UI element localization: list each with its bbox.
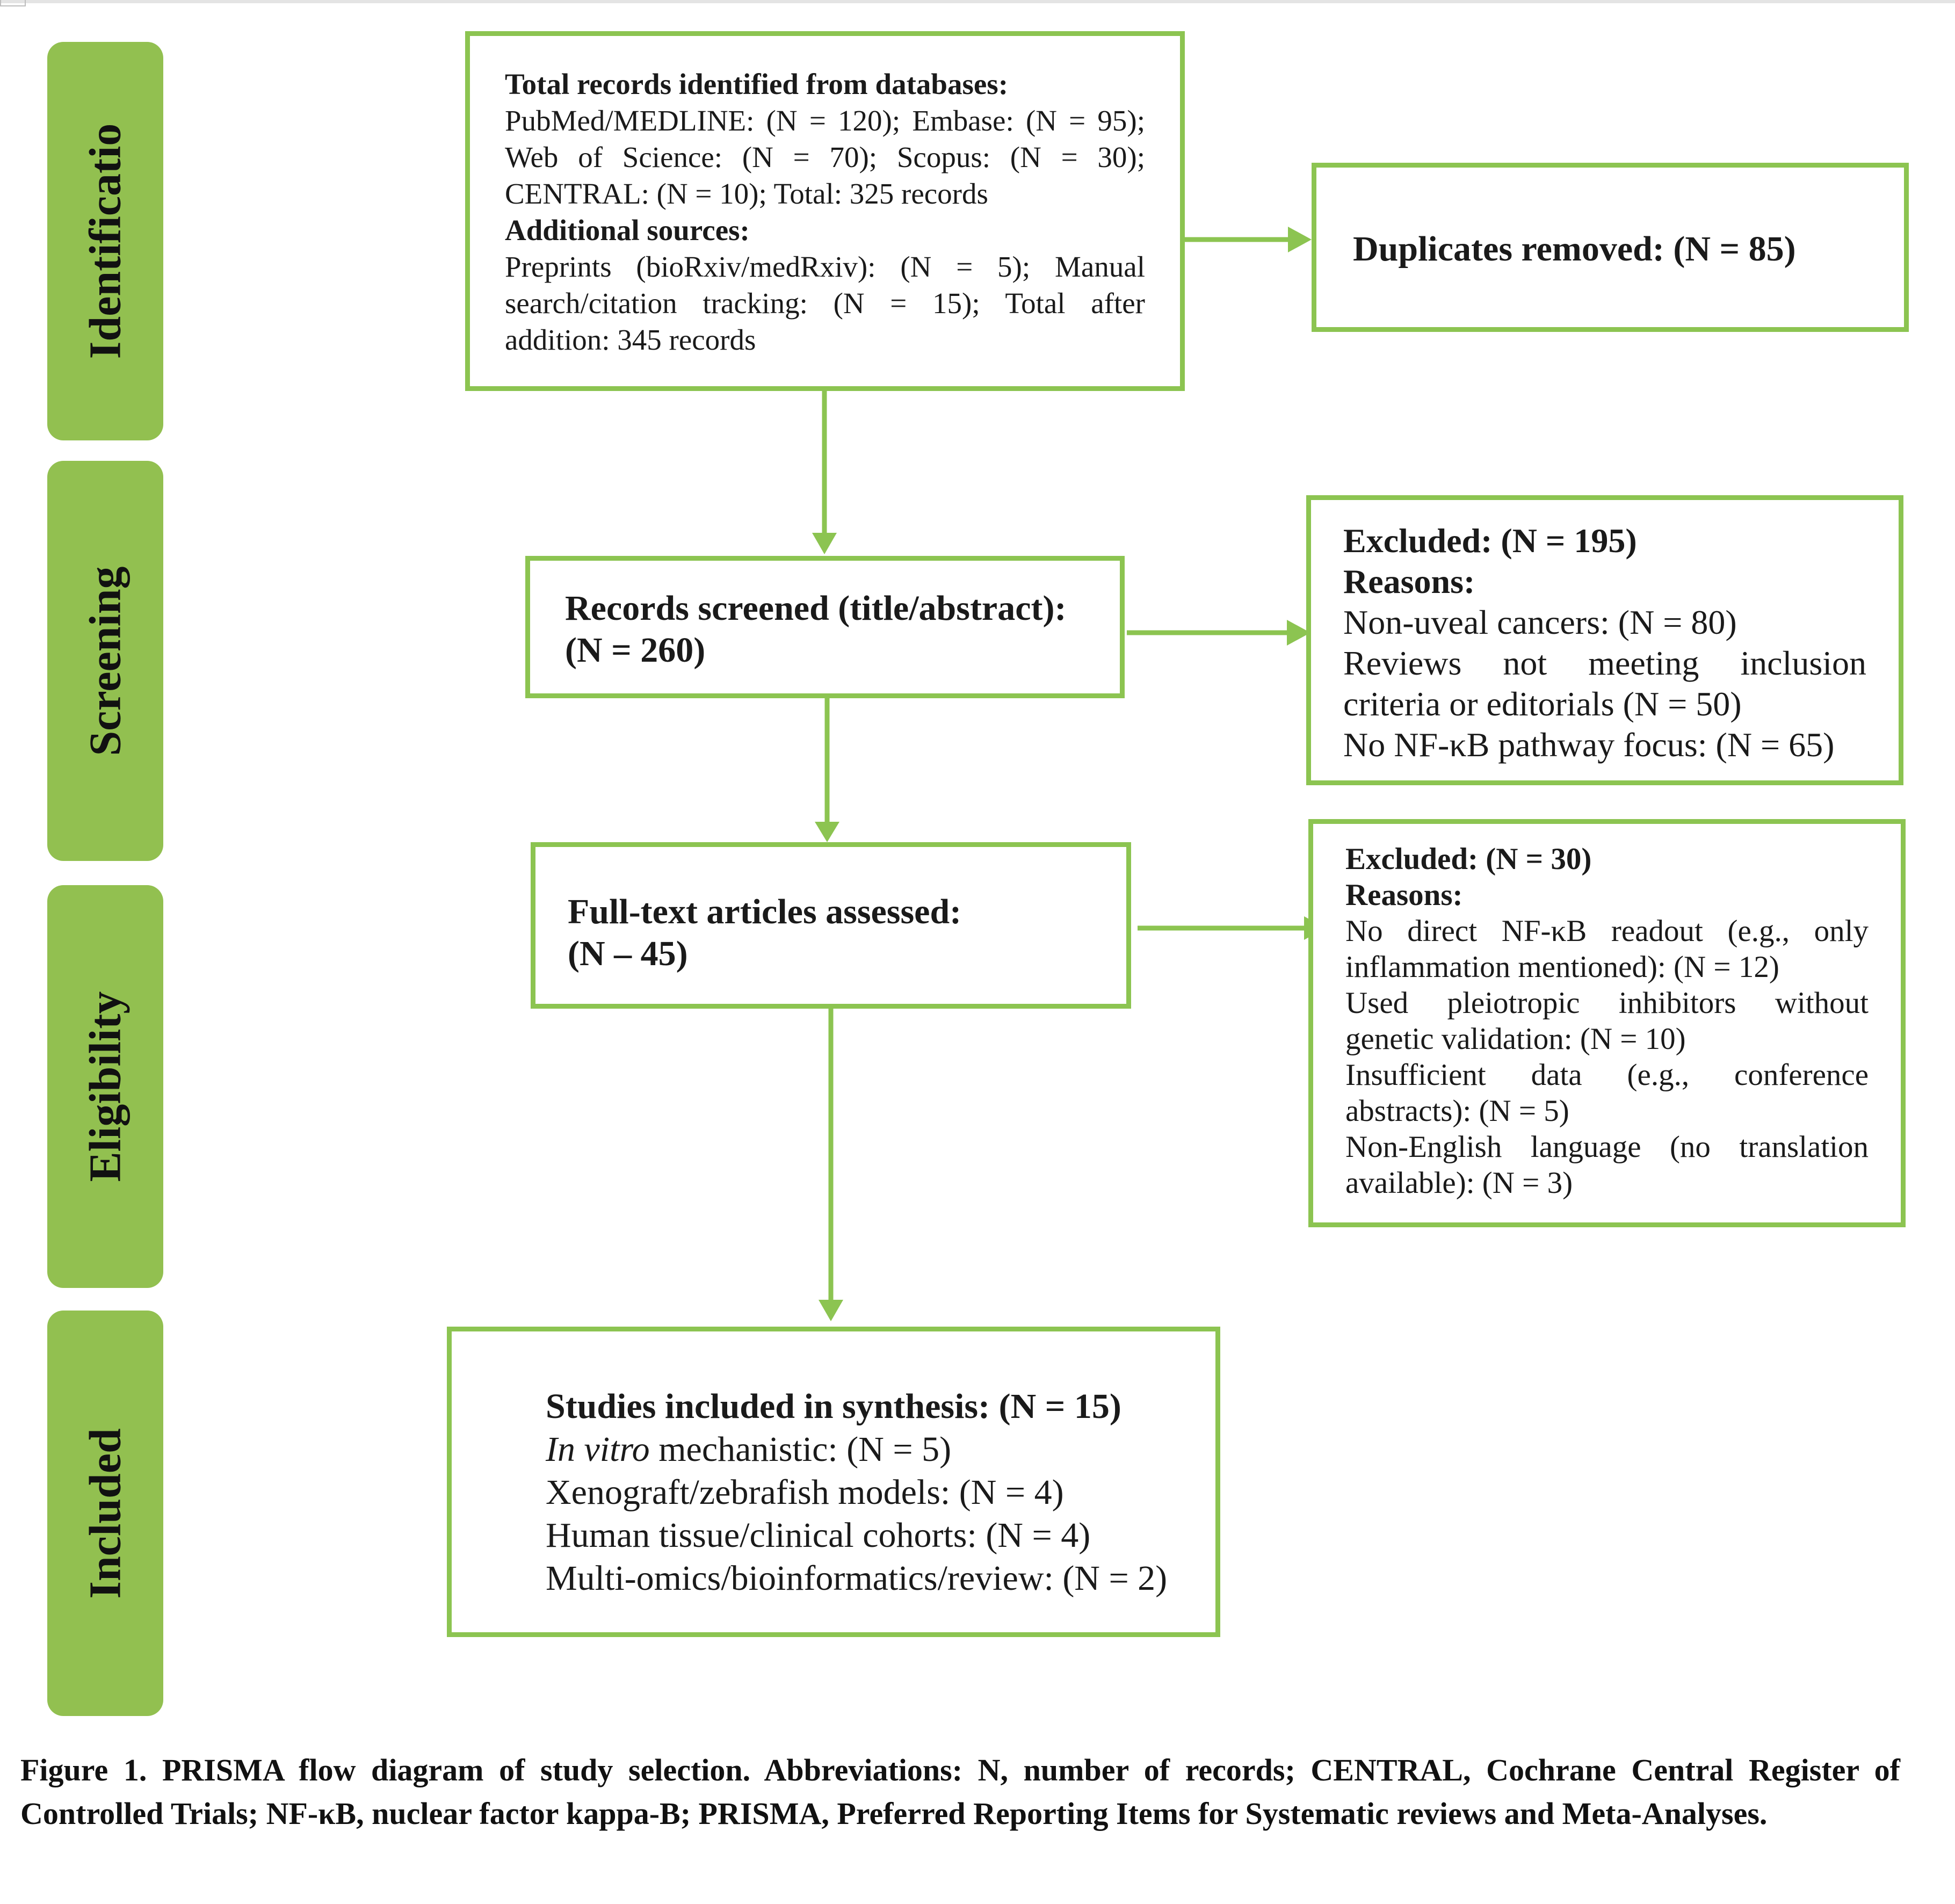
window-corner-marker: [0, 0, 26, 6]
phase-identification: Identificatio: [47, 42, 163, 440]
arrowhead-screened: [812, 533, 837, 554]
arrowhead-fulltext: [815, 822, 839, 842]
included-item: Multi-omics/bioinformatics/review: (N = …: [546, 1559, 1168, 1598]
excluded-screening-reason: Non-uveal cancers: (N = 80): [1343, 603, 1737, 641]
duplicates-label: Duplicates removed: (N = 85): [1353, 229, 1796, 269]
in-vitro-rest: mechanistic: (N = 5): [649, 1430, 952, 1469]
phase-screening: Screening: [47, 461, 163, 861]
excluded-screening-reasons-label: Reasons:: [1343, 562, 1475, 600]
arrowhead-duplicates: [1288, 227, 1312, 252]
excluded-screening-box: Excluded: (N = 195) Reasons: Non-uveal c…: [1306, 495, 1903, 785]
fulltext-box: Full-text articles assessed: (N – 45): [531, 842, 1131, 1009]
arrowhead-included: [819, 1300, 843, 1321]
included-item-in-vitro: In vitro mechanistic: (N = 5): [546, 1428, 1183, 1471]
screened-label: Records screened (title/abstract):: [565, 589, 1067, 628]
excluded-eligibility-reason: No direct NF-κB readout (e.g., only infl…: [1345, 914, 1869, 984]
excluded-eligibility-reason: Insufficient data (e.g., conference abst…: [1345, 1058, 1869, 1128]
duplicates-box: Duplicates removed: (N = 85): [1312, 163, 1909, 332]
additional-sources-heading: Additional sources:: [505, 214, 750, 247]
screened-box: Records screened (title/abstract): (N = …: [525, 556, 1125, 698]
included-heading: Studies included in synthesis: (N = 15): [546, 1387, 1121, 1426]
excluded-eligibility-heading: Excluded: (N = 30): [1345, 842, 1592, 876]
phase-included: Included: [47, 1311, 163, 1716]
phase-eligibility: Eligibility: [47, 885, 163, 1288]
additional-sources-text: Preprints (bioRxiv/medRxiv): (N = 5); Ma…: [505, 250, 1145, 356]
fulltext-count: (N – 45): [568, 934, 688, 973]
fulltext-label: Full-text articles assessed:: [568, 892, 962, 931]
identification-heading: Total records identified from databases:: [505, 68, 1009, 100]
excluded-screening-reason: Reviews not meeting inclusion criteria o…: [1343, 644, 1866, 723]
excluded-screening-heading: Excluded: (N = 195): [1343, 522, 1637, 560]
in-vitro-italic: In vitro: [546, 1430, 650, 1469]
identification-box: Total records identified from databases:…: [465, 31, 1185, 391]
identification-databases: PubMed/MEDLINE: (N = 120); Embase: (N = …: [505, 104, 1145, 210]
excluded-eligibility-reason: Non-English language (no translation ava…: [1345, 1130, 1869, 1200]
included-item: Human tissue/clinical cohorts: (N = 4): [546, 1516, 1091, 1555]
excluded-eligibility-reason: Used pleiotropic inhibitors without gene…: [1345, 986, 1869, 1056]
screened-count: (N = 260): [565, 631, 706, 670]
arrowhead-excluded-screening: [1287, 620, 1310, 646]
figure-caption: Figure 1. PRISMA flow diagram of study s…: [20, 1753, 1900, 1831]
included-item: Xenograft/zebrafish models: (N = 4): [546, 1473, 1064, 1512]
included-box: Studies included in synthesis: (N = 15) …: [447, 1327, 1220, 1637]
excluded-eligibility-box: Excluded: (N = 30) Reasons: No direct NF…: [1308, 819, 1906, 1227]
excluded-screening-reason: No NF-κB pathway focus: (N = 65): [1343, 726, 1835, 764]
excluded-eligibility-reasons-label: Reasons:: [1345, 878, 1463, 912]
window-top-edge: [0, 0, 1955, 3]
